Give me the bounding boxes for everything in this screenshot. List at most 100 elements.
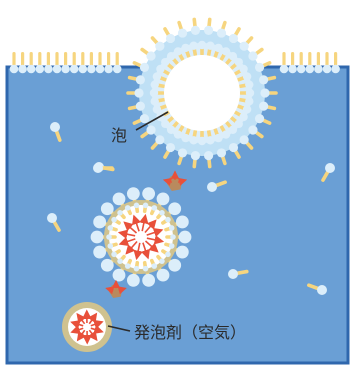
agent-arrow <box>90 324 104 334</box>
surfactant-tail <box>299 52 303 66</box>
agent-arrow <box>87 329 98 342</box>
agent-cluster-surfactant-head <box>112 192 126 206</box>
bubble-inner-surfactant-head <box>228 52 238 61</box>
surfactant-head <box>52 64 62 74</box>
bubble-outer-surfactant-head <box>139 114 150 124</box>
agent-cluster-inner-surfactant-head <box>142 202 149 209</box>
surfactant-tail <box>55 52 59 66</box>
bubble-inner-surfactant-head <box>173 47 183 56</box>
agent-arrow <box>70 325 84 335</box>
bubble-inner-surfactant-head <box>166 52 176 61</box>
bubble-outer-surfactant-head <box>203 25 214 35</box>
agent-arrow <box>70 320 84 330</box>
surfactant-tail <box>98 52 102 66</box>
bubble-inner-surfactant-head <box>214 133 223 143</box>
crystal-arrow <box>177 177 188 186</box>
agent-cluster-inner-surfactant-head <box>117 210 123 216</box>
bubble-inner-surfactant-head <box>239 64 248 74</box>
bubble-inner-surfactant-head <box>242 105 252 114</box>
bubble-outer-surfactant-head <box>190 25 201 35</box>
agent-cluster-surfactant-head <box>100 258 114 272</box>
free-surfactant-head <box>93 163 103 173</box>
agent-cluster-surfactant-head <box>100 202 114 216</box>
agent-cluster-inner-surfactant-head <box>106 234 112 240</box>
surfactant-tail <box>334 52 338 66</box>
free-surfactant-head <box>50 122 60 132</box>
bubble-inner-surfactant-head <box>197 136 207 146</box>
surfactant-tail <box>89 52 93 66</box>
bubble-outer-surfactant-head <box>134 88 144 98</box>
surfactant-head <box>69 64 79 74</box>
surfactant-head <box>314 64 323 74</box>
surfactant-head <box>112 64 122 74</box>
surfactant-head <box>61 64 70 74</box>
bubble-inner-surfactant-head <box>206 136 215 145</box>
foaming-agent-label: 発泡剤（空気） <box>134 323 246 342</box>
agent-cluster-surfactant-head <box>175 245 189 259</box>
bubble-inner-surfactant-head <box>228 125 238 134</box>
bubble-outer-surfactant-head <box>259 101 269 111</box>
surfactant-head <box>322 64 332 74</box>
surfactant-tail <box>64 52 68 66</box>
agent-cluster-surfactant-head <box>93 215 107 229</box>
bubble-inner-surfactant-head <box>150 97 159 106</box>
agent-cluster-surfactant-head <box>156 268 170 282</box>
agent-cluster-arrow <box>117 229 136 239</box>
surface-monolayer <box>9 52 340 74</box>
foam-bubble <box>126 17 278 169</box>
free-surfactants <box>47 122 335 295</box>
bubble-inner-surfactant-head <box>234 119 243 129</box>
agent-cluster-inner-surfactant-head <box>107 243 114 249</box>
surfactant-tail <box>115 52 119 66</box>
agent-cluster-inner-surfactant-head <box>124 263 131 269</box>
bubble-inner-surfactant-head <box>197 40 207 50</box>
bubble-inner-surfactant-head <box>181 43 190 53</box>
bubble-outer-surfactant-head <box>177 148 188 158</box>
agent-arrow <box>76 329 87 342</box>
bubble-outer-surfactant-head <box>155 41 165 51</box>
agent-cluster-surfactant-head <box>93 245 107 259</box>
agent-cluster-arrow <box>133 242 143 261</box>
bubble-inner-surfactant-head <box>173 130 183 139</box>
bubble-outer-surfactant-head <box>203 151 214 161</box>
agent-cluster-inner-surfactant-head <box>168 225 175 231</box>
agent-cluster-inner-surfactant-head <box>117 258 123 264</box>
bubble-inner-surfactant-head <box>189 136 198 145</box>
surfactant-tail <box>325 52 329 66</box>
agent-cluster-inner-surfactant-head <box>111 216 117 223</box>
agent-cluster-inner-surfactant-head <box>159 210 165 216</box>
agent-cluster-inner-surfactant-head <box>165 216 171 223</box>
agent-cluster-surfactant-head <box>156 192 170 206</box>
agent-cluster-inner-surfactant-head <box>165 251 171 258</box>
surfactant-tail <box>12 52 16 66</box>
bubble-outer-surfactant-head <box>228 33 239 44</box>
bubble-inner-surfactant-head <box>150 80 159 89</box>
bubble-inner-surfactant-head <box>189 41 198 50</box>
surfactant-head <box>9 64 19 74</box>
agent-arrow <box>76 312 87 325</box>
bubble-inner-surfactant-head <box>245 80 254 89</box>
bubble-label: 泡 <box>111 126 127 145</box>
bubble-inner-surfactant-head <box>221 130 231 139</box>
bubble-inner-surfactant-head <box>161 119 170 129</box>
crystal-arrow <box>117 286 127 295</box>
surfactant-head <box>87 64 96 74</box>
agent-cluster-arrow <box>125 240 138 255</box>
agent-cluster-surfactant-head <box>178 230 192 244</box>
agent-cluster-arrow <box>146 235 165 245</box>
bubble-label-leader <box>135 111 169 131</box>
bubble-inner-surfactant-head <box>239 112 248 122</box>
free-surfactant-head <box>325 163 335 173</box>
agent-cluster-arrow <box>118 236 136 247</box>
surfactant-head <box>288 64 297 74</box>
surfactant-tail <box>107 52 111 66</box>
agent-cluster-arrow <box>123 221 138 234</box>
agent-arrow <box>90 319 104 329</box>
bubble-inner-surfactant-head <box>245 88 255 98</box>
agent-cluster-surfactant-head <box>175 215 189 229</box>
surfactant-head <box>305 64 315 74</box>
bubble-outer-surfactant-head <box>228 142 239 153</box>
agent-cluster-inner-surfactant-head <box>151 263 158 269</box>
surfactant-head <box>104 64 113 74</box>
surfactant-tail <box>29 52 33 66</box>
